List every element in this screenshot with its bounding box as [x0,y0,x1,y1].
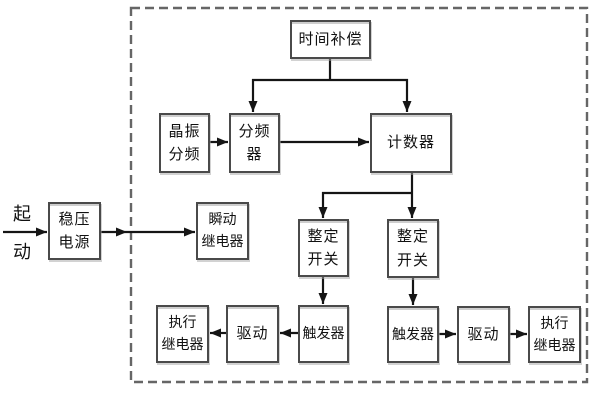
node-power-line2: 电源 [58,234,91,251]
node-trigger-left: 触发器 [298,305,349,363]
node-crystal-oscillator-divider: 晶振 分频 [159,113,210,173]
node-driver-left: 驱动 [226,305,279,363]
node-setting-switch-left-line2: 开关 [307,251,340,268]
node-counter: 计数器 [370,113,452,173]
node-power-line1: 稳压 [58,210,91,228]
node-counter-label: 计数器 [386,134,435,152]
node-setting-switch-right: 整定 开关 [387,219,439,278]
node-trigger-right: 触发器 [387,306,439,363]
start-label: 起 动 [13,205,31,261]
node-frequency-divider-label: 分频器 [238,122,271,163]
node-driver-right-label: 驱动 [467,325,500,343]
node-exec-relay-left-line1: 执行 [168,314,197,331]
node-exec-relay-right-line2: 继电器 [533,336,576,353]
node-trigger-left-label: 触发器 [302,325,345,342]
node-instant-relay-line1: 瞬动 [208,211,237,228]
node-driver-left-label: 驱动 [236,325,269,343]
node-regulated-power-supply: 稳压 电源 [48,202,101,260]
node-trigger-right-label: 触发器 [392,325,434,342]
node-setting-switch-left: 整定 开关 [298,219,349,277]
node-crystal-line2: 分频 [168,146,201,163]
node-setting-switch-right-line1: 整定 [396,228,429,246]
node-frequency-divider: 分频器 [229,113,280,173]
start-label-char1: 起 [13,204,31,224]
system-boundary [129,6,589,384]
start-label-char2: 动 [13,242,31,262]
node-exec-relay-left-line2: 继电器 [161,336,204,352]
node-setting-switch-left-line1: 整定 [307,227,340,245]
node-exec-relay-left: 执行 继电器 [156,305,209,363]
node-exec-relay-right-line1: 执行 [540,314,569,331]
node-instant-relay-line2: 继电器 [201,233,244,249]
node-time-compensation: 时间补偿 [290,20,371,59]
node-time-compensation-label: 时间补偿 [298,30,363,48]
node-instant-relay: 瞬动 继电器 [196,202,249,260]
node-setting-switch-right-line2: 开关 [396,251,429,269]
node-exec-relay-right: 执行 继电器 [528,306,581,363]
node-crystal-line1: 晶振 [168,122,201,140]
node-driver-right: 驱动 [457,306,510,363]
